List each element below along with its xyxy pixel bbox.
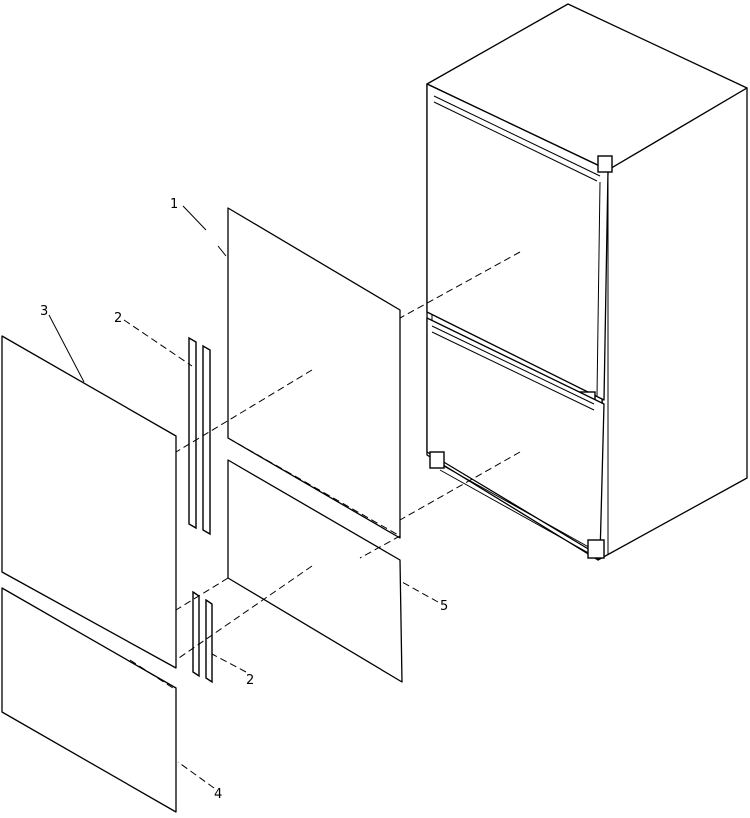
callout-2-lower: 2 [246,673,254,688]
callout-1: 1 [170,197,178,212]
callout-labels: 1 2 3 2 4 5 [40,197,448,802]
lower-door-panel [227,459,403,683]
lower-door [426,317,605,559]
upper-door-panel [227,207,401,539]
bottom-corner-bracket [587,539,605,559]
lower-outer-panel [1,587,177,813]
callout-5: 5 [440,599,448,614]
bottom-hinge [429,451,445,469]
trim-strips-lower [192,590,213,684]
callout-2-upper: 2 [114,311,122,326]
callout-3: 3 [40,304,48,319]
top-hinge [597,155,613,173]
upper-outer-panel [1,335,177,669]
explosion-lines [129,251,521,691]
callout-4: 4 [214,787,222,802]
upper-freezer-door [426,83,613,403]
trim-strips-upper [188,336,211,536]
leader-lines [48,205,439,789]
